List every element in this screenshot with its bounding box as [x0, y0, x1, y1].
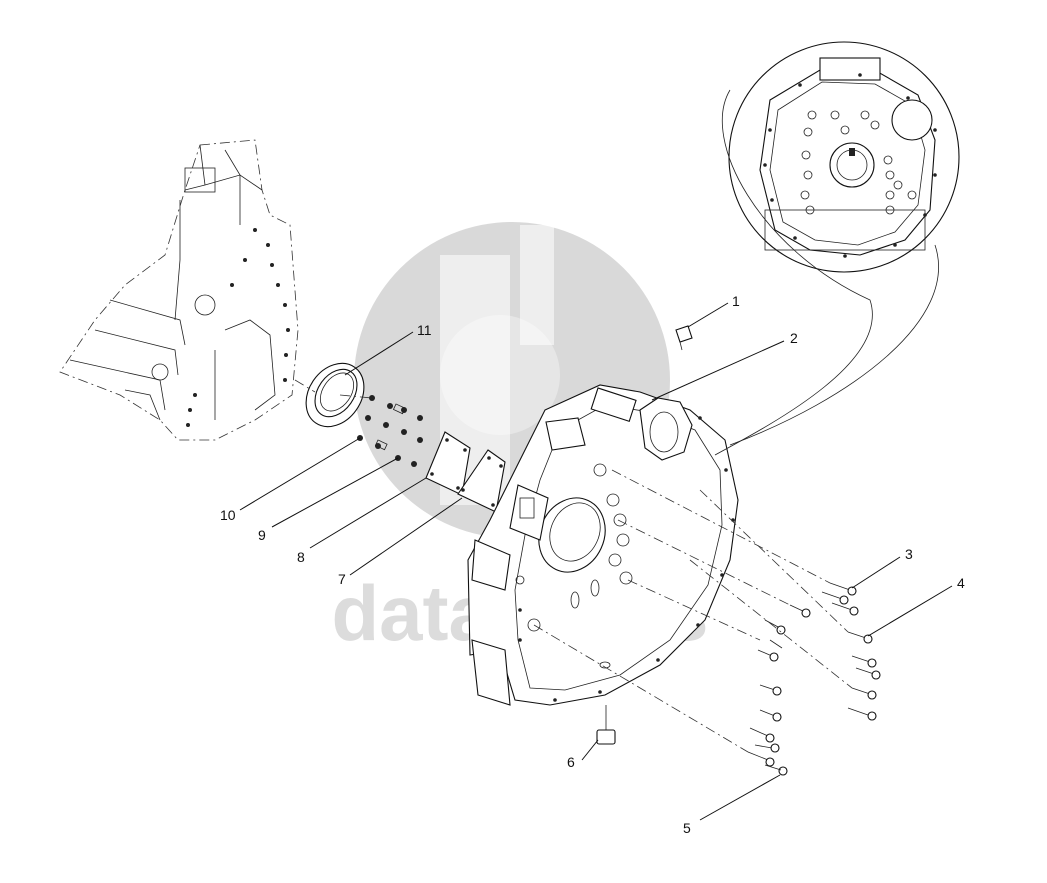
- callout-2: 2: [790, 330, 798, 346]
- leader-lines: [239, 302, 953, 821]
- callout-6: 6: [567, 754, 575, 770]
- rear-seal-ring: [305, 362, 365, 428]
- detail-view: [714, 41, 960, 456]
- plug-part-1: [675, 325, 693, 351]
- flywheel-housing: [467, 384, 739, 706]
- bolt-set: [747, 582, 881, 776]
- callout-1: 1: [732, 293, 740, 309]
- callout-5: 5: [683, 820, 691, 836]
- callout-3: 3: [905, 546, 913, 562]
- callout-4: 4: [957, 575, 965, 591]
- callout-labels: 1 2 3 4 5 6 7 8 9 10 11: [220, 293, 965, 836]
- cover-plates: [425, 431, 506, 513]
- drain-plug-part-6: [596, 705, 616, 745]
- callout-10: 10: [220, 507, 236, 523]
- callout-8: 8: [297, 549, 305, 565]
- callout-11: 11: [417, 322, 432, 338]
- callout-7: 7: [338, 571, 346, 587]
- alignment-lines: [294, 379, 853, 753]
- cover-fasteners: [357, 395, 423, 467]
- engine-block: [59, 139, 299, 441]
- callout-9: 9: [258, 527, 266, 543]
